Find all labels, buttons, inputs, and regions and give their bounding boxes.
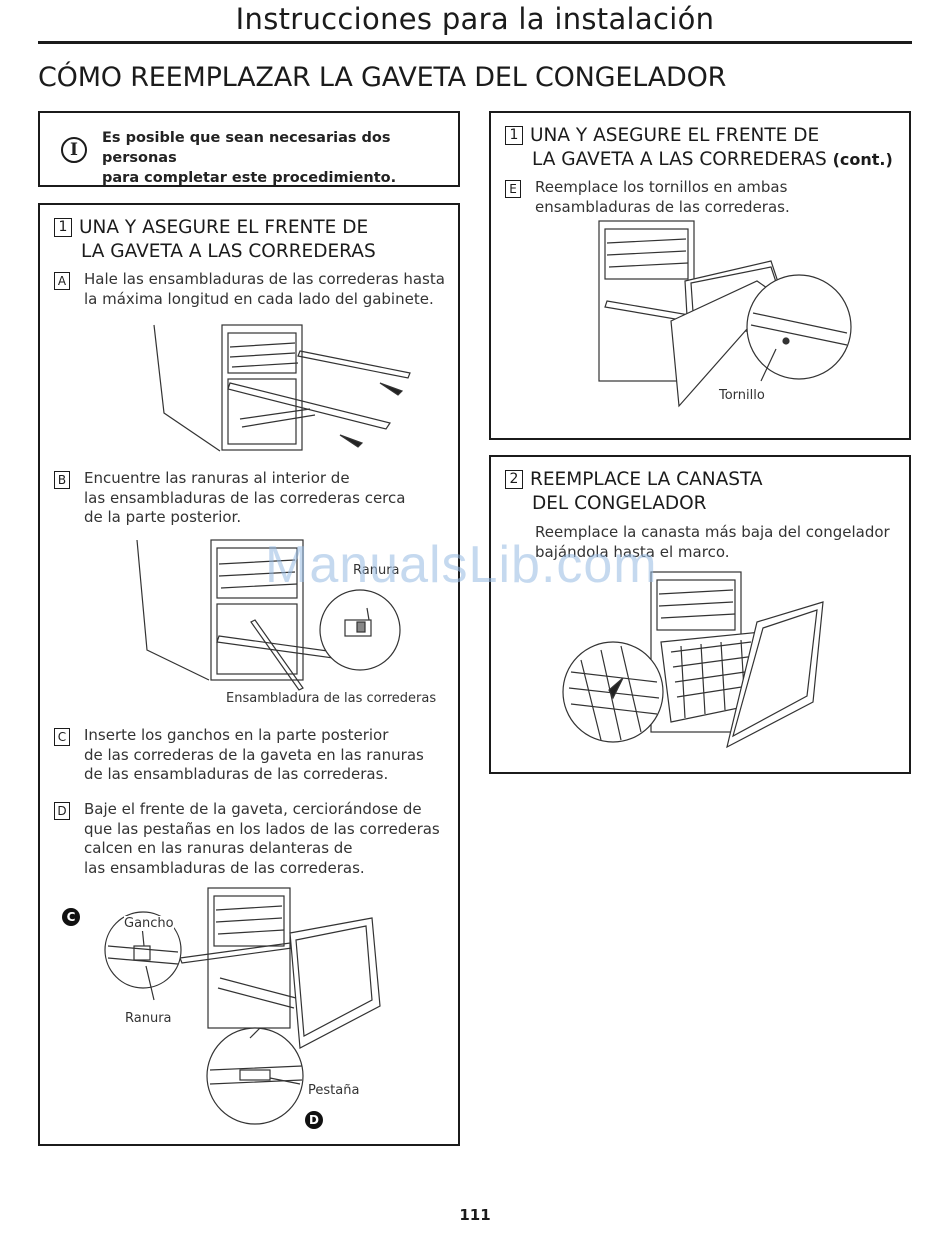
watermark: ManualsLib.com (265, 536, 658, 594)
figure-a-illustration (153, 324, 411, 452)
figure-basket-illustration (562, 571, 824, 749)
step2-heading: 2 REEMPLACE LA CANASTA DEL CONGELADOR (505, 468, 763, 516)
slide-rail-upper (297, 350, 411, 379)
cabinet-side-line (153, 324, 221, 452)
page-header-title: Instrucciones para la instalación (235, 2, 715, 36)
note-box: I Es posible que sean necesarias dos per… (38, 111, 460, 187)
step2-title-line1: REEMPLACE LA CANASTA (530, 469, 763, 490)
sub-d-line3: calcen en las ranuras delanteras de (84, 839, 353, 858)
step1-cont-title-line1: UNA Y ASEGURE EL FRENTE DE (530, 125, 820, 146)
step1-title-line2: LA GAVETA A LAS CORREDERAS (81, 241, 376, 262)
figure-e-illustration (598, 220, 852, 408)
sub-letter-a: A (54, 272, 70, 290)
fig-d-label-pestana: Pestaña (308, 1083, 360, 1098)
sub-letter-e: E (505, 180, 521, 198)
fig-d-label-ranura: Ranura (125, 1011, 172, 1026)
sub-d-line2: que las pestañas en los lados de las cor… (84, 819, 440, 838)
figure-d-illustration (104, 887, 381, 1125)
fig-b-label-ranura: Ranura (353, 563, 400, 578)
sub-a-line2: la máxima longitud en cada lado del gabi… (84, 289, 434, 308)
fig-d-label-gancho: Gancho (124, 916, 174, 931)
step1-cont-number: 1 (505, 126, 523, 145)
sub-e-line2: ensambladuras de las correderas. (535, 197, 790, 216)
step2-box: 2 REEMPLACE LA CANASTA DEL CONGELADOR Ree… (489, 455, 911, 774)
note-text: Es posible que sean necesarias dos perso… (102, 128, 442, 188)
sub-e-line1: Reemplace los tornillos en ambas (535, 178, 788, 196)
sub-b-line1: Encuentre las ranuras al interior de (84, 469, 350, 487)
step2-line1: Reemplace la canasta más baja del congel… (535, 523, 890, 541)
slide-rail-lower (227, 382, 391, 430)
sub-letter-b: B (54, 471, 70, 489)
sub-b-line2: las ensambladuras de las correderas cerc… (84, 488, 406, 507)
sub-b-line3: de la parte posterior. (84, 508, 242, 527)
sub-letter-c: C (54, 728, 70, 746)
step2-text: Reemplace la canasta más baja del congel… (535, 523, 905, 562)
step2-line2: bajándola hasta el marco. (535, 542, 730, 561)
sub-c-line2: de las correderas de la gaveta en las ra… (84, 745, 424, 764)
note-line-1: Es posible que sean necesarias dos perso… (102, 130, 391, 166)
sub-a-line1: Hale las ensambladuras de las correderas… (84, 270, 445, 288)
header-rule (38, 41, 912, 44)
sub-c-line1: Inserte los ganchos en la parte posterio… (84, 726, 389, 744)
note-line-2: para completar este procedimiento. (102, 170, 397, 186)
figure-b-illustration (136, 539, 401, 691)
step2-number: 2 (505, 470, 523, 489)
callout-c: C (62, 908, 80, 926)
sub-d-line1: Baje el frente de la gaveta, cerciorándo… (84, 800, 422, 818)
step1-sub-d: D Baje el frente de la gaveta, cerciorán… (54, 800, 454, 878)
step1-cont-title-line2: LA GAVETA A LAS CORREDERAS (532, 149, 827, 170)
page-number: 111 (459, 1206, 491, 1224)
step1-heading: 1 UNA Y ASEGURE EL FRENTE DE LA GAVETA A … (54, 216, 376, 264)
fig-e-label-tornillo: Tornillo (719, 388, 765, 403)
sub-c-line3: de las ensambladuras de las correderas. (84, 765, 389, 784)
callout-d: D (305, 1111, 323, 1129)
step1-cont-heading: 1 UNA Y ASEGURE EL FRENTE DE LA GAVETA A … (505, 124, 893, 172)
sub-d-line4: las ensambladuras de las correderas. (84, 858, 365, 877)
step1-box: 1 UNA Y ASEGURE EL FRENTE DE LA GAVETA A … (38, 203, 460, 1146)
info-i-icon: I (61, 137, 87, 163)
section-title: CÓMO REEMPLAZAR LA GAVETA DEL CONGELADOR (38, 62, 727, 93)
step2-title-line2: DEL CONGELADOR (532, 493, 707, 514)
sub-letter-d: D (54, 802, 70, 820)
step1-title-line1: UNA Y ASEGURE EL FRENTE DE (79, 217, 369, 238)
step1-number: 1 (54, 218, 72, 237)
step1-sub-c: C Inserte los ganchos en la parte poster… (54, 726, 449, 785)
fig-b-label-assembly: Ensambladura de las correderas (226, 691, 437, 706)
step1-cont-label: (cont.) (832, 150, 893, 169)
step1-sub-a: A Hale las ensambladuras de las correder… (54, 270, 449, 309)
step1-cont-box: 1 UNA Y ASEGURE EL FRENTE DE LA GAVETA A … (489, 111, 911, 440)
